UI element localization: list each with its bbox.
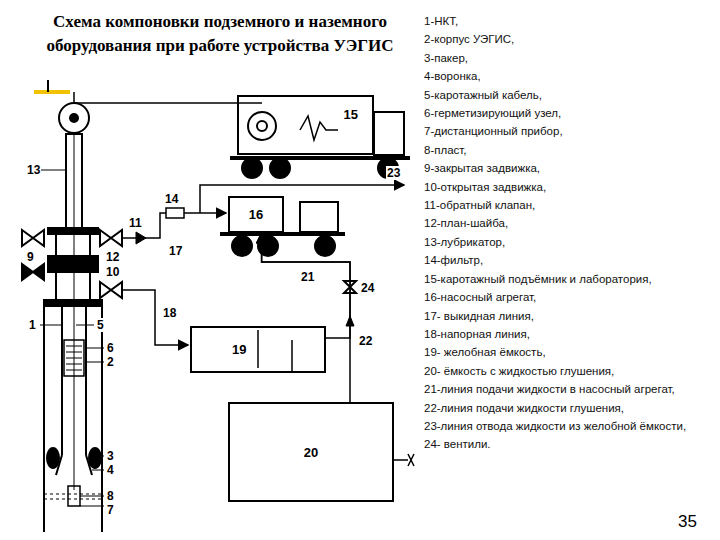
callout-number: 7 <box>106 503 115 517</box>
callout-number: 13 <box>26 163 41 177</box>
legend-item: 16-насосный агрегат, <box>424 288 696 306</box>
legend-item: 6-герметизирующий узел, <box>424 104 696 122</box>
callout-number: 23 <box>386 166 401 180</box>
callout-number: 10 <box>105 265 120 279</box>
callout-number: 6 <box>106 341 115 355</box>
page-number: 35 <box>678 512 697 532</box>
callout-number: 22 <box>358 334 373 348</box>
callout-number: 8 <box>106 489 115 503</box>
callout-number: 14 <box>164 192 179 206</box>
slide-title: Схема компоновки подземного и наземного … <box>20 10 420 58</box>
logging-truck-body: 15 <box>237 95 374 155</box>
callout-number: 20 <box>304 445 318 460</box>
legend-item: 2-корпус УЭГИС, <box>424 30 696 48</box>
legend-item: 20- ёмкость с жидкостью глушения, <box>424 362 696 380</box>
callout-number: 3 <box>106 449 115 463</box>
legend-item: 22-линия подачи жидкости глушения, <box>424 399 696 417</box>
legend-item: 10-открытая задвижка, <box>424 178 696 196</box>
callout-number: 2 <box>106 355 115 369</box>
trench-tank: 19 <box>190 326 326 373</box>
callout-number: 24 <box>360 281 375 295</box>
callout-number: 9 <box>26 250 35 264</box>
legend-item: 18-напорная линия, <box>424 325 696 343</box>
legend-item: 24- вентили. <box>424 435 696 453</box>
legend-item: 9-закрытая задвижка, <box>424 159 696 177</box>
callout-number: 4 <box>106 463 115 477</box>
flow-line <box>262 233 350 402</box>
flow-line <box>262 233 350 338</box>
kill-fluid-tank: 20 <box>228 402 394 502</box>
legend-item: 13-лубрикатор, <box>424 233 696 251</box>
legend-item: 17- выкидная линия, <box>424 307 696 325</box>
callout-number: 17 <box>168 244 183 258</box>
legend-item: 15-каротажный подъёмник и лаборатория, <box>424 270 696 288</box>
legend-list: 1-НКТ,2-корпус УЭГИС,3-пакер,4-воронка,5… <box>424 12 696 454</box>
legend-item: 12-план-шайба, <box>424 214 696 232</box>
legend-item: 4-воронка, <box>424 67 696 85</box>
callout-number: 11 <box>128 216 143 230</box>
legend-item: 8-пласт, <box>424 141 696 159</box>
legend-item: 3-пакер, <box>424 49 696 67</box>
legend-item: 21-линия подачи жидкости в насосный агре… <box>424 380 696 398</box>
legend-item: 5-каротажный кабель, <box>424 86 696 104</box>
legend-item: 14-фильтр, <box>424 251 696 269</box>
legend-item: 7-дистанционный прибор, <box>424 122 696 140</box>
legend-item: 11-обратный клапан, <box>424 196 696 214</box>
callout-number: 18 <box>162 306 177 320</box>
callout-number: 5 <box>96 318 105 332</box>
legend-item: 23-линия отвода жидкости из желобной ёмк… <box>424 417 696 435</box>
pump-unit-tank: 16 <box>228 196 284 233</box>
callout-number: 15 <box>344 107 358 122</box>
legend-item: 19- желобная ёмкость, <box>424 343 696 361</box>
callout-number: 12 <box>105 250 120 264</box>
legend-item: 1-НКТ, <box>424 12 696 30</box>
callout-number: 21 <box>300 270 315 284</box>
callout-number: 19 <box>232 342 246 357</box>
callout-number: 1 <box>28 318 37 332</box>
callout-number: 16 <box>249 207 263 222</box>
